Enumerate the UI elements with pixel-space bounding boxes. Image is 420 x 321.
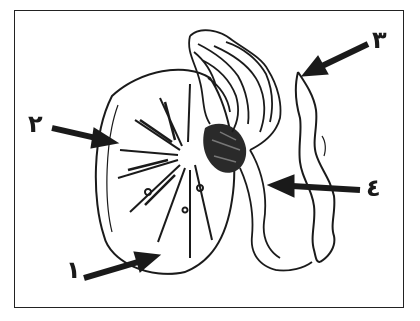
arrow-4-icon [268, 175, 360, 197]
label-4: ٤ [366, 176, 381, 200]
label-3: ٣ [372, 28, 387, 52]
dark-tissue-icon [203, 124, 246, 173]
arrow-1-icon [84, 252, 160, 278]
label-2: ٢ [28, 112, 43, 136]
elongated-strip-icon [296, 72, 335, 262]
cone-scale-icon [96, 70, 234, 274]
arrow-2-icon [52, 128, 118, 148]
label-1: ١ [66, 258, 81, 282]
arrow-3-icon [302, 44, 368, 76]
